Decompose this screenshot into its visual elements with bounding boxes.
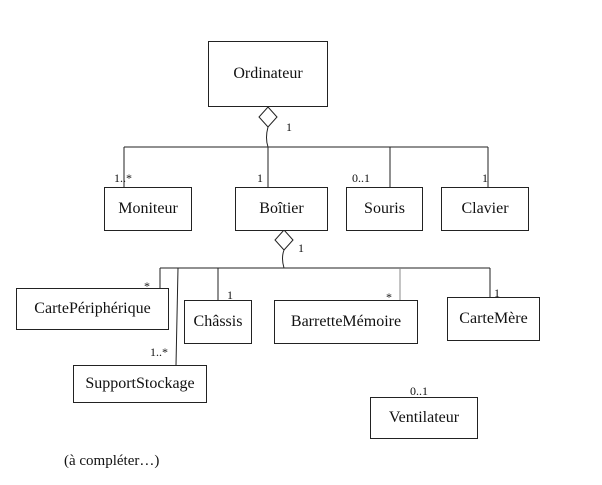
link-support-stockage bbox=[175, 267, 179, 366]
class-carte-peripherique-label: CartePériphérique bbox=[34, 300, 151, 317]
class-moniteur: Moniteur bbox=[104, 187, 192, 231]
link-ordinateur-to-bus bbox=[266, 126, 269, 148]
aggregation-diamond-boitier bbox=[274, 229, 294, 251]
class-barrette-memoire: BarretteMémoire bbox=[274, 300, 418, 344]
mult-ordinateur-whole: 1 bbox=[286, 120, 292, 134]
mult-clavier: 1 bbox=[482, 171, 488, 185]
class-support-stockage: SupportStockage bbox=[73, 365, 207, 403]
class-boitier-label: Boîtier bbox=[259, 200, 304, 217]
class-moniteur-label: Moniteur bbox=[118, 200, 178, 217]
class-ventilateur-label: Ventilateur bbox=[388, 409, 460, 426]
class-boitier: Boîtier bbox=[235, 187, 328, 231]
aggregation-diamond-ordinateur bbox=[258, 106, 278, 128]
mult-boitier: 1 bbox=[257, 171, 263, 185]
class-souris: Souris bbox=[346, 187, 423, 231]
class-ventilateur: Ventilateur bbox=[370, 397, 478, 439]
mult-barrette-memoire: * bbox=[386, 290, 392, 304]
class-barrette-memoire-label: BarretteMémoire bbox=[290, 313, 402, 330]
class-chassis: Châssis bbox=[184, 300, 252, 344]
class-clavier-label: Clavier bbox=[461, 200, 509, 217]
mult-moniteur: 1..* bbox=[114, 171, 132, 185]
mult-chassis: 1 bbox=[227, 288, 233, 302]
mult-ventilateur: 0..1 bbox=[410, 384, 428, 398]
completion-note: (à compléter…) bbox=[64, 453, 160, 469]
mult-support-stockage: 1..* bbox=[150, 345, 168, 359]
mult-boitier-whole: 1 bbox=[298, 241, 304, 255]
class-souris-label: Souris bbox=[364, 200, 405, 217]
mult-souris: 0..1 bbox=[352, 171, 370, 185]
class-carte-peripherique: CartePériphérique bbox=[16, 288, 169, 330]
class-chassis-label: Châssis bbox=[193, 313, 243, 330]
link-boitier-to-bus bbox=[282, 249, 285, 269]
class-ordinateur: Ordinateur bbox=[208, 41, 328, 107]
class-carte-mere-label: CarteMère bbox=[459, 310, 528, 327]
class-support-stockage-label: SupportStockage bbox=[85, 375, 195, 392]
class-ordinateur-label: Ordinateur bbox=[233, 65, 303, 82]
mult-carte-mere: 1 bbox=[494, 286, 500, 300]
mult-carte-peripherique: * bbox=[144, 279, 150, 293]
class-clavier: Clavier bbox=[441, 187, 529, 231]
class-carte-mere: CarteMère bbox=[447, 297, 540, 341]
